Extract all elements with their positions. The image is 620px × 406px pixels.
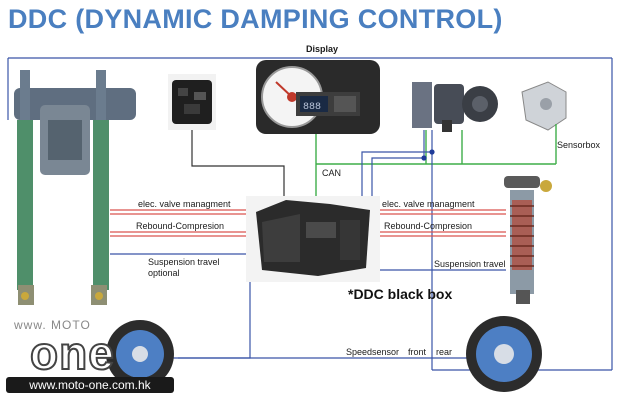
instrument-cluster-image: 888 [256, 60, 380, 134]
speedsensor-front-label: front [408, 347, 427, 357]
speedsensor-rear-label: rear [436, 347, 453, 357]
display-label: Display [306, 44, 339, 54]
left-valve-label: elec. valve managment [138, 199, 231, 209]
handlebar-switch-image [168, 74, 216, 130]
speedsensor-label: Speedsensor [346, 347, 400, 357]
handlebar-line [191, 130, 285, 200]
can-label: CAN [322, 168, 342, 178]
rear-shock-image [504, 176, 552, 304]
left-optional-label: optional [148, 268, 180, 278]
left-rebound-label: Rebound-Compresion [136, 221, 225, 231]
can-bus-lines [315, 124, 557, 200]
watermark-logo-text: one [29, 326, 115, 380]
top-signal-lines [361, 130, 433, 370]
junction-dot-1 [429, 149, 435, 155]
right-valve-lines [378, 209, 506, 237]
front-fork-image [14, 70, 136, 305]
left-valve-lines [110, 209, 250, 237]
left-travel-label: Suspension travel [148, 257, 220, 267]
ddc-black-box-caption: *DDC black box [348, 286, 453, 302]
abs-unit-image [412, 82, 498, 132]
front-wheel-image [106, 320, 174, 388]
watermark-url[interactable]: www.moto-one.com.hk [6, 377, 174, 393]
right-travel-label: Suspension travel [434, 259, 506, 269]
rear-wheel-image [466, 316, 542, 392]
ddc-black-box-image [246, 196, 380, 282]
svg-text:888: 888 [303, 102, 321, 113]
junction-dot-2 [421, 155, 427, 161]
watermark-small-text: www. MOTO [14, 318, 91, 332]
right-rebound-label: Rebound-Compresion [384, 221, 473, 231]
page-title: DDC (DYNAMIC DAMPING CONTROL) [8, 4, 503, 34]
sensorbox-label: Sensorbox [557, 140, 601, 150]
right-valve-label: elec. valve managment [382, 199, 475, 209]
sensorbox-image [521, 81, 567, 131]
